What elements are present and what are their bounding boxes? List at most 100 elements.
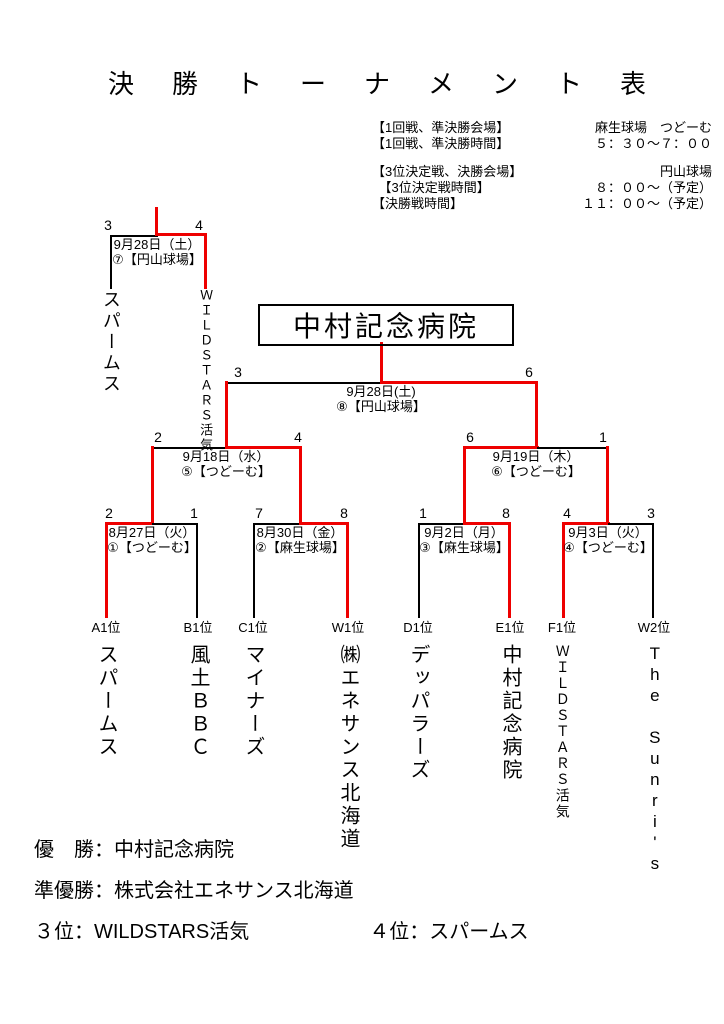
bracket-line xyxy=(253,523,255,618)
score-third-right: 4 xyxy=(195,217,203,233)
match-label-sf1: 9月18日（水） ⑤【つどーむ】 xyxy=(141,449,311,479)
bracket-line xyxy=(152,523,198,525)
bracket-line-winner xyxy=(606,446,609,525)
match-date: 8月30日（金） xyxy=(256,525,344,540)
info-value: ５：３０～７：００ xyxy=(594,136,712,151)
match-venue: ⑧【円山球場】 xyxy=(336,399,426,414)
seed-label: C1位 xyxy=(238,620,268,635)
bracket-line-winner xyxy=(380,381,538,384)
seed-label: E1位 xyxy=(495,620,525,635)
match-label-qf4: 9月3日（火） ④【つどーむ】 xyxy=(523,525,693,555)
info-row: 【決勝戦時間】 １１：００～（予定） xyxy=(372,196,712,212)
match-date: 9月2日（月） xyxy=(424,525,504,540)
team-col-d1: D1位 デッパラーズ xyxy=(393,620,443,782)
team-name: ＷＩＬＤＳＴＡＲＳ活気 xyxy=(198,288,214,453)
result-value: スパームス xyxy=(429,921,529,943)
result-value: WILDSTARS活気 xyxy=(94,921,250,943)
info-row: 【3位決定戦時間】 ８：００～（予定） xyxy=(372,180,712,196)
match-date: 8月27日（火） xyxy=(108,525,196,540)
score-qf2-right: 8 xyxy=(340,505,348,521)
score-sf2-left: 6 xyxy=(466,429,474,445)
bracket-line-winner xyxy=(155,207,158,236)
bracket-line-winner xyxy=(225,446,302,449)
match-venue: ⑤【つどーむ】 xyxy=(181,464,271,479)
bracket-line-winner xyxy=(463,446,466,525)
result-third: ３位：WILDSTARS活気 xyxy=(34,922,249,942)
team-name: ＷＩＬＤＳＴＡＲＳ活気 xyxy=(554,644,571,820)
match-date: 9月28日(土) xyxy=(346,384,416,399)
match-venue: ④【つどーむ】 xyxy=(563,540,653,555)
venue-info: 【1回戦、準決勝会場】 麻生球場 つどーむ 【1回戦、準決勝時間】 ５：３０～７… xyxy=(372,120,712,212)
result-third-fourth: ３位：WILDSTARS活気 ４位：スパームス xyxy=(34,922,694,942)
score-third-left: 3 xyxy=(104,217,112,233)
third-place-team-left: スパームス xyxy=(85,290,135,395)
team-col-e1: E1位 中村記念病院 xyxy=(485,620,535,782)
bracket-line xyxy=(110,235,158,237)
info-label: 【1回戦、準決勝会場】 xyxy=(372,120,510,135)
score-sf1-left: 2 xyxy=(154,429,162,445)
team-name: ㈱エネサンス北海道 xyxy=(337,644,359,851)
bracket-line xyxy=(152,447,228,449)
info-row: 【1回戦、準決勝時間】 ５：３０～７：００ xyxy=(372,136,712,152)
score-sf2-right: 1 xyxy=(599,429,607,445)
team-name: スパームス xyxy=(95,644,117,759)
result-fourth: ４位：スパームス xyxy=(369,922,528,942)
info-row: 【1回戦、準決勝会場】 麻生球場 つどーむ xyxy=(372,120,712,136)
match-venue: ③【麻生球場】 xyxy=(419,540,509,555)
team-col-w1: W1位 ㈱エネサンス北海道 xyxy=(323,620,373,851)
champion-box: 中村記念病院 xyxy=(258,304,514,346)
bracket-line-winner xyxy=(155,233,207,236)
score-final-left: 3 xyxy=(234,364,242,380)
match-label-final: 9月28日(土) ⑧【円山球場】 xyxy=(296,384,466,414)
seed-label: D1位 xyxy=(403,620,433,635)
bracket-line-winner xyxy=(535,381,538,449)
team-name: 風土ＢＢＣ xyxy=(187,644,209,759)
bracket-line xyxy=(253,523,301,525)
score-qf4-right: 3 xyxy=(647,505,655,521)
bracket-line-winner xyxy=(105,522,154,525)
match-label-qf1: 8月27日（火） ①【つどーむ】 xyxy=(67,525,237,555)
match-label-third: 9月28日（土） ⑦【円山球場】 xyxy=(72,237,242,267)
match-venue: ①【つどーむ】 xyxy=(107,540,197,555)
bracket-line-winner xyxy=(151,446,154,525)
score-qf3-left: 1 xyxy=(419,505,427,521)
bracket-line-winner xyxy=(346,522,349,618)
info-value: 麻生球場 つどーむ xyxy=(594,120,712,135)
result-label: ３位： xyxy=(34,921,94,943)
bracket-line-winner xyxy=(508,522,511,618)
result-label: 準優勝： xyxy=(34,880,114,902)
bracket-line-winner xyxy=(204,233,207,289)
team-col-w2: W2位 The Sunri's xyxy=(629,620,679,875)
match-date: 9月19日（木） xyxy=(492,449,580,464)
info-label: 【3位決定戦時間】 xyxy=(372,180,490,195)
info-label: 【3位決定戦、決勝会場】 xyxy=(372,164,523,179)
page-title: 決 勝 ト ー ナ メ ン ト 表 xyxy=(107,69,652,99)
score-qf2-left: 7 xyxy=(255,505,263,521)
team-name: スパームス xyxy=(100,290,121,395)
seed-label: W2位 xyxy=(637,620,671,635)
seed-label: W1位 xyxy=(331,620,365,635)
team-col-a1: A1位 スパームス xyxy=(81,620,131,759)
team-name: 中村記念病院 xyxy=(499,644,521,782)
match-date: 9月3日（火） xyxy=(568,525,648,540)
bracket-line xyxy=(196,523,198,618)
match-label-qf3: 9月2日（月） ③【麻生球場】 xyxy=(379,525,549,555)
team-col-f1: F1位 ＷＩＬＤＳＴＡＲＳ活気 xyxy=(537,620,587,820)
results-block: 優 勝：中村記念病院 準優勝：株式会社エネサンス北海道 ３位：WILDSTARS… xyxy=(34,840,694,963)
bracket-line xyxy=(418,523,465,525)
bracket-line-winner xyxy=(562,522,610,525)
match-venue: ②【麻生球場】 xyxy=(255,540,345,555)
info-value: ８：００～（予定） xyxy=(594,180,712,195)
match-venue: ⑥【つどーむ】 xyxy=(491,464,581,479)
bracket-line-winner xyxy=(105,522,108,618)
bracket-line-winner xyxy=(225,381,228,449)
match-label-qf2: 8月30日（金） ②【麻生球場】 xyxy=(215,525,385,555)
info-label: 【決勝戦時間】 xyxy=(372,196,464,211)
result-value: 中村記念病院 xyxy=(114,839,234,861)
info-value: １１：００～（予定） xyxy=(581,196,712,211)
result-champion: 優 勝：中村記念病院 xyxy=(34,840,694,860)
score-qf1-left: 2 xyxy=(105,505,113,521)
seed-label: A1位 xyxy=(91,620,121,635)
team-name: The Sunri's xyxy=(645,644,665,875)
bracket-line xyxy=(110,235,112,289)
